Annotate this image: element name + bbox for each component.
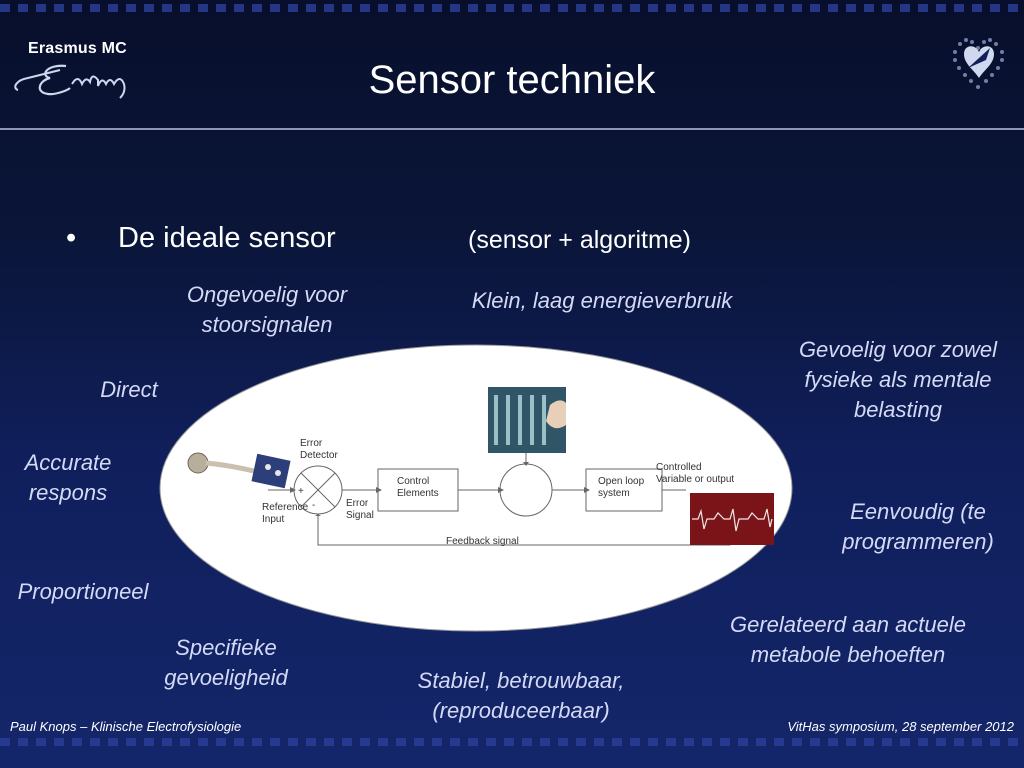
property-stabiel: Stabiel, betrouwbaar, (reproduceerbaar) [417, 668, 625, 723]
control-loop-diagram [159, 344, 793, 632]
heart-logo-icon [953, 38, 1004, 89]
property-proportioneel: Proportioneel [17, 579, 149, 604]
header-divider [0, 128, 1024, 130]
erasmus-mc-logo: Erasmus MC [10, 38, 170, 108]
open-loop-system-label: Open loop system [598, 476, 645, 499]
minus-sign: - [312, 500, 316, 511]
property-gerelateerd: Gerelateerd aan actuele metabole behoeft… [729, 612, 967, 667]
ecg-trace-image [690, 493, 774, 545]
film-strip-bottom [0, 738, 1024, 746]
logo-name: Erasmus MC [28, 40, 127, 57]
error-signal-label: Error Signal [346, 498, 374, 521]
footer-author: Paul Knops – Klinische Electrofysiologie [10, 719, 242, 734]
pressure-sensor-image [187, 452, 291, 489]
bullet-subtext: (sensor + algoritme) [468, 226, 691, 254]
mixing-desk-image [488, 387, 566, 453]
property-accurate: Accurate respons [24, 450, 112, 505]
property-ongevoelig: Ongevoelig voor stoorsignalen [186, 282, 348, 337]
property-direct: Direct [100, 377, 158, 402]
logo-signature-icon [14, 64, 126, 99]
property-klein: Klein, laag energieverbruik [471, 288, 733, 313]
footer-event: VitHas symposium, 28 september 2012 [787, 719, 1014, 734]
feedback-signal-label: Feedback signal [446, 536, 519, 547]
property-specifieke: Specifieke gevoeligheid [164, 635, 288, 690]
film-strip-top [0, 4, 1024, 12]
page-title: Sensor techniek [368, 58, 656, 102]
bullet-heading: De ideale sensor [118, 222, 336, 254]
property-eenvoudig: Eenvoudig (te programmeren) [842, 499, 994, 554]
property-gevoelig: Gevoelig voor zowel fysieke als mentale … [798, 337, 998, 422]
control-elements-label: Control Elements [397, 476, 439, 499]
controlled-output-label: Controlled Variable or output [656, 462, 735, 485]
error-detector-label: Error Detector [300, 438, 338, 461]
reference-input-label: Reference Input [262, 502, 309, 525]
plus-sign: + [298, 486, 304, 497]
diagram-background-ellipse [159, 344, 793, 632]
bullet-marker: • [66, 222, 77, 254]
